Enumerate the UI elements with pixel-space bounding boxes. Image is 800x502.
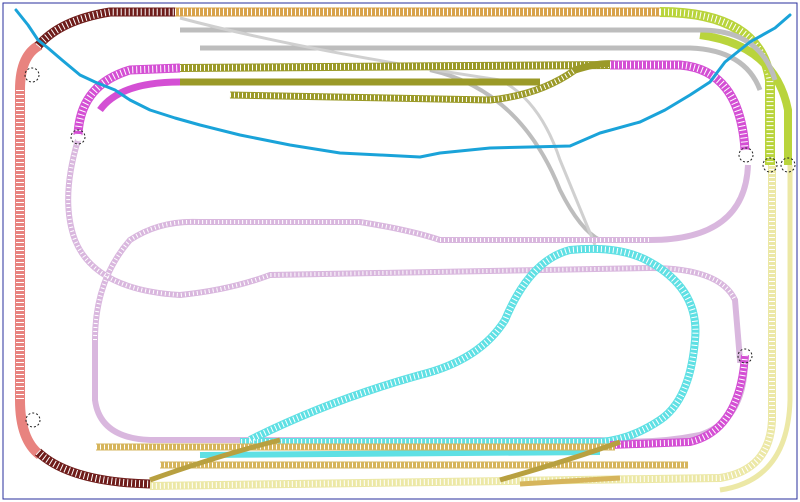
magenta-olive-loop [73, 60, 750, 151]
lilac-main-loop [65, 139, 751, 445]
magenta-lower [609, 354, 749, 449]
lilac-loops [65, 139, 751, 445]
joint-marker-right-pair-a [762, 157, 778, 173]
joint-marker-right-pair-b [780, 157, 796, 173]
cream-line [149, 165, 793, 493]
magenta-inner-curve [97, 78, 181, 113]
pink-top-curve [15, 40, 43, 91]
joint-markers [24, 67, 796, 428]
outer-loop [15, 7, 175, 489]
maroon-top-left-curve [34, 7, 175, 50]
joint-marker-left-top [24, 67, 40, 83]
maroon-bottom-left-curve [34, 448, 151, 489]
pink-bottom-curve [15, 399, 44, 459]
joint-marker-magenta-lower [737, 348, 753, 364]
magenta-right-curve [610, 60, 750, 151]
bottom-yard [96, 437, 688, 487]
grey-tracks [179, 16, 778, 246]
olive-siding [229, 60, 616, 104]
river [14, 8, 792, 159]
lime-inner-curve [699, 31, 792, 165]
joint-marker-left-bottom [25, 412, 41, 428]
top-orange-line [175, 7, 792, 165]
magenta-left-curve [73, 63, 181, 136]
olive-straight-1 [179, 61, 611, 72]
joint-marker-magenta-left [70, 129, 86, 145]
joint-marker-magenta-upper [738, 147, 754, 163]
cyan-loop [199, 244, 700, 458]
